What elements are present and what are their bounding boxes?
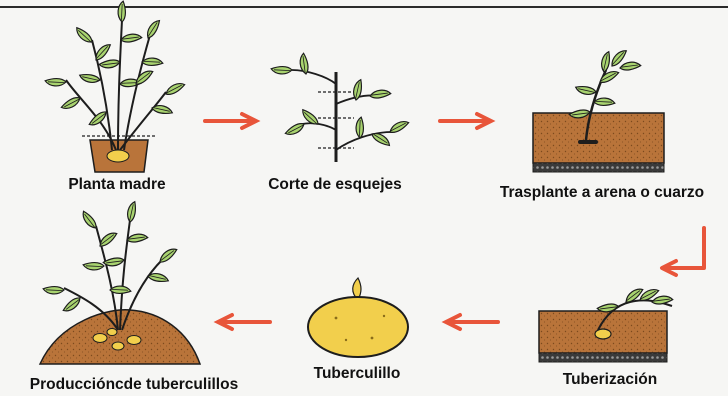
stem-cuttings-icon bbox=[269, 52, 411, 162]
cutting-in-sand-tray-icon bbox=[532, 48, 665, 173]
top-border-line bbox=[0, 6, 728, 8]
arrow-left-1 bbox=[441, 313, 500, 331]
arrow-right-1 bbox=[203, 112, 261, 130]
arrow-left-2 bbox=[213, 313, 272, 331]
step-label-corte-esquejes: Corte de esquejes bbox=[268, 176, 402, 193]
step-label-trasplante: Trasplante a arena o cuarzo bbox=[499, 184, 705, 201]
step-label-tuberizacion: Tuberización bbox=[562, 371, 658, 388]
arrow-right-2 bbox=[438, 112, 496, 130]
arrow-down-left bbox=[660, 226, 706, 277]
potted-potato-plant-icon bbox=[43, 0, 187, 173]
tuber-forming-in-sand-tray-icon bbox=[538, 287, 674, 363]
plant-in-soil-mound-with-tubers-icon bbox=[38, 200, 202, 365]
step-label-planta-madre: Planta madre bbox=[68, 176, 166, 193]
minituber-icon bbox=[307, 276, 409, 358]
step-label-produccion: Produccióncde tuberculillos bbox=[29, 376, 239, 393]
step-label-tuberculillo: Tuberculillo bbox=[313, 365, 401, 382]
